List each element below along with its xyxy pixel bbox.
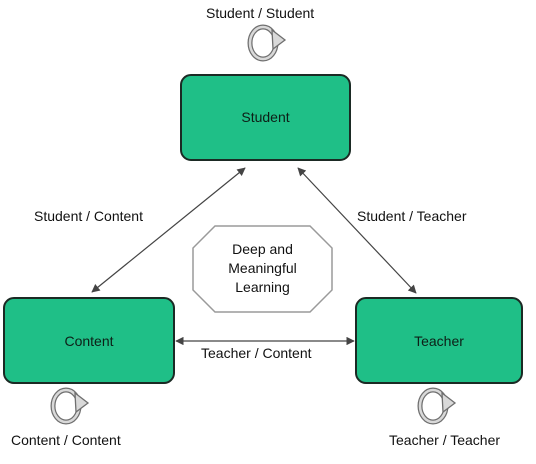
- edge-label-student-teacher: Student / Teacher: [357, 208, 467, 224]
- edge-label-student-content: Student / Content: [34, 208, 143, 224]
- node-teacher-label: Teacher: [414, 333, 464, 349]
- node-content-label: Content: [64, 333, 114, 349]
- node-student: [180, 74, 351, 161]
- self-loop-label-student: Student / Student: [206, 5, 315, 21]
- circular-arrow-icon: [247, 24, 287, 62]
- center-label-line3: Learning: [235, 279, 290, 295]
- self-loop-label-teacher: Teacher / Teacher: [389, 432, 501, 448]
- node-content: [3, 297, 175, 384]
- center-label: Deep and Meaningful Learning: [193, 240, 332, 297]
- self-loop-label-content: Content / Content: [11, 432, 121, 448]
- node-teacher: [355, 297, 523, 384]
- circular-arrow-icon: [50, 387, 90, 425]
- center-label-line1: Deep and: [232, 241, 293, 257]
- node-student-label: Student: [241, 109, 290, 125]
- circular-arrow-icon: [417, 387, 457, 425]
- edge-student-teacher: [297, 167, 417, 294]
- center-label-line2: Meaningful: [228, 260, 297, 276]
- center-octagon: [192, 225, 333, 313]
- edge-student-content: [91, 167, 246, 293]
- edge-label-teacher-content: Teacher / Content: [201, 345, 312, 361]
